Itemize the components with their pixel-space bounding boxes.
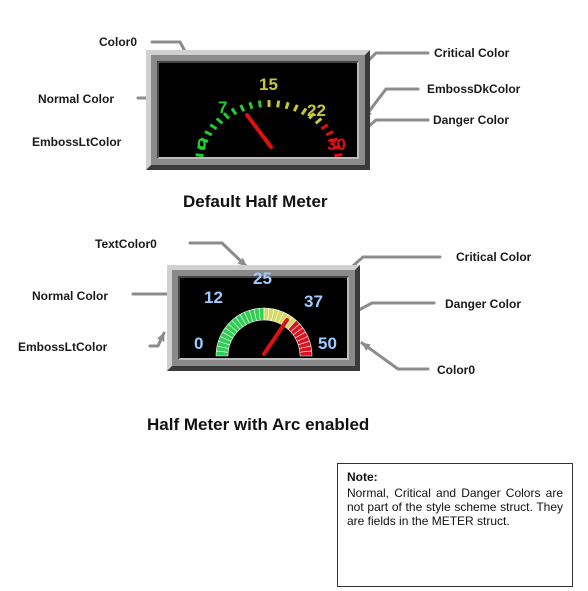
label-critical-color-1: Critical Color <box>434 46 510 60</box>
caption-default-half-meter: Default Half Meter <box>183 192 328 211</box>
meter-dial-arc <box>215 307 313 357</box>
meter-face: 0 12 25 37 50 <box>178 269 349 360</box>
label-emboss-lt-color-1: EmbossLtColor <box>32 135 122 149</box>
meter-scale-tick <box>314 117 323 125</box>
label-normal-color-2: Normal Color <box>32 289 109 303</box>
meter-scale-tick <box>195 153 204 157</box>
meter-scale-tick <box>334 153 343 157</box>
note-title: Note: <box>347 470 378 484</box>
meter-scale-tick <box>222 112 230 120</box>
meter-scale-tick <box>325 130 334 137</box>
note-box: Note: Normal, Critical and Danger Colors… <box>337 463 573 587</box>
meter-scale-tick <box>209 123 218 131</box>
meter-scale-tick <box>300 107 308 116</box>
meter-scale-tick <box>204 130 213 137</box>
label-color0-2: Color0 <box>437 363 476 377</box>
meter-scale-tick <box>200 137 209 143</box>
label-danger-color-2: Danger Color <box>445 297 522 311</box>
meter-tick-label: 22 <box>307 101 326 120</box>
meter-arc-segment <box>299 350 313 357</box>
meter-tick-label: 0 <box>194 334 204 353</box>
meter-tick-label: 25 <box>253 269 272 288</box>
meter-scale-tick <box>276 100 281 108</box>
arrow-text-color0-2 <box>188 241 248 268</box>
label-critical-color-2: Critical Color <box>456 250 532 264</box>
caption-half-meter-with-arc: Half Meter with Arc enabled <box>147 415 370 434</box>
label-danger-color-1: Danger Color <box>433 113 510 127</box>
meter-scale-tick <box>332 145 341 150</box>
arrow-emboss-lt-2 <box>148 331 166 348</box>
label-text-color0-2: TextColor0 <box>95 237 157 251</box>
arrow-color0-2 <box>360 341 430 371</box>
meter-tick-label: 30 <box>327 135 346 154</box>
meter-needle <box>262 318 289 356</box>
note-body: Normal, Critical and Danger Colors are n… <box>347 486 563 528</box>
meter-face: 0 7 15 22 30 <box>157 61 359 159</box>
default-half-meter: 0 7 15 22 30 <box>146 50 370 170</box>
meter-scale-tick <box>329 137 338 143</box>
meter-title-bar <box>159 63 233 73</box>
meter-scale-tick <box>292 104 299 112</box>
label-emboss-dk-color-1: EmbossDkColor <box>427 82 521 96</box>
meter-scale-tick <box>284 101 290 110</box>
meter-scale-tick <box>197 145 206 150</box>
meter-tick-label: 7 <box>218 98 228 117</box>
meter-scale-tick <box>230 107 238 116</box>
meter-scale-tick <box>248 101 254 110</box>
label-color0-1: Color0 <box>99 35 138 49</box>
meter-tick-label: 37 <box>304 292 323 311</box>
label-normal-color-1: Normal Color <box>38 92 115 106</box>
meter-tick-label: 50 <box>318 334 337 353</box>
meter-scale-tick <box>308 112 316 120</box>
meter-tick-label: 12 <box>204 288 223 307</box>
meter-dial <box>195 100 343 157</box>
meter-needle <box>245 113 273 149</box>
label-emboss-lt-color-2: EmbossLtColor <box>18 340 108 354</box>
arrow-emboss-dk-1 <box>362 87 420 120</box>
meter-tick-label: 15 <box>259 75 278 94</box>
meter-scale-tick <box>257 100 262 108</box>
meter-scale-tick <box>320 123 329 131</box>
half-meter-with-arc: 0 12 25 37 50 <box>167 265 360 371</box>
meter-tick-label: 0 <box>197 135 207 154</box>
meter-scale-tick <box>239 104 246 112</box>
meter-scale-tick <box>215 117 224 125</box>
